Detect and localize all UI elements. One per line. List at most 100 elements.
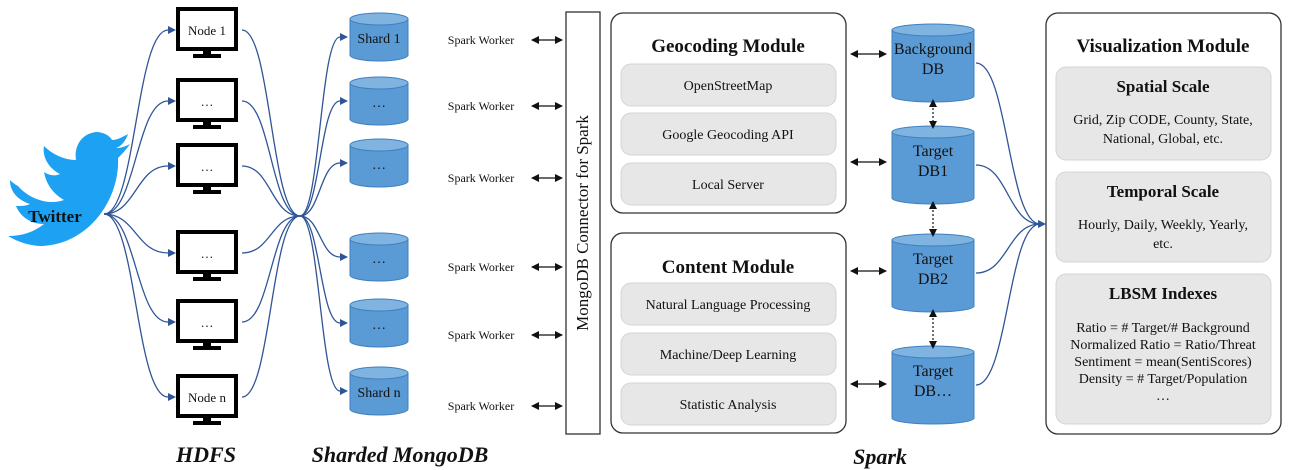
- monitor-stand: [193, 421, 221, 425]
- monitor-neck: [203, 49, 211, 55]
- db-label: DB2: [918, 271, 948, 288]
- flow-curve: [103, 29, 169, 215]
- flow-curve: [241, 100, 301, 217]
- visualization-module: Visualization Module Spatial ScaleGrid, …: [1045, 12, 1282, 435]
- twitter-bird-icon: [8, 132, 130, 246]
- flow-curve: [299, 100, 341, 217]
- flow-curve: [103, 213, 169, 254]
- monitor-stand: [193, 277, 221, 281]
- visualization-section-text: Ratio = # Target/# Background: [1076, 321, 1250, 336]
- module-item-panel: [620, 382, 837, 426]
- module-item-label: Statistic Analysis: [680, 398, 777, 413]
- visualization-section-text: …: [1156, 389, 1170, 404]
- hdfs-node: Node 1: [176, 7, 238, 58]
- module-item: Google Geocoding API: [620, 112, 837, 156]
- spark-worker: Spark Worker: [448, 171, 563, 185]
- shard-cylinder: Shard 1: [349, 12, 409, 62]
- monitor-neck: [203, 272, 211, 278]
- db-label: DB: [922, 61, 944, 78]
- twitter-label: Twitter: [28, 207, 82, 226]
- shard-label: …: [372, 252, 386, 267]
- node-label: …: [201, 159, 214, 174]
- flow-arrowhead: [340, 159, 348, 167]
- flow-arrowhead: [168, 97, 176, 105]
- flow-arrowhead: [340, 319, 348, 327]
- hdfs-node: …: [176, 143, 238, 194]
- mongodb-title: Sharded MongoDB: [312, 442, 489, 467]
- flow-curve: [103, 165, 169, 215]
- connector-label: MongoDB Connector for Spark: [573, 115, 592, 331]
- content-module: Content Module Natural Language Processi…: [610, 232, 847, 434]
- monitor-stand: [193, 54, 221, 58]
- spark-db-cylinder: TargetDB…: [891, 345, 975, 425]
- hdfs-node: Node n: [176, 374, 238, 425]
- flow-arrowhead: [168, 393, 176, 401]
- mongodb-shards: Shard 1 … … … … Shard n: [349, 12, 409, 416]
- monitor-screen: [176, 78, 238, 122]
- module-item: OpenStreetMap: [620, 63, 837, 107]
- spark-worker-label: Spark Worker: [448, 260, 514, 274]
- visualization-module-title: Visualization Module: [1077, 36, 1250, 57]
- monitor-neck: [203, 120, 211, 126]
- monitor-stand: [193, 125, 221, 129]
- visualization-section-text: Sentiment = mean(SentiScores): [1074, 355, 1252, 370]
- shard-label: …: [372, 318, 386, 333]
- shard-label: …: [372, 158, 386, 173]
- spark-title: Spark: [853, 444, 907, 469]
- module-item-panel: [620, 63, 837, 107]
- twitter-source: Twitter: [8, 132, 130, 246]
- visualization-panel: [1055, 273, 1272, 425]
- node-label: …: [201, 94, 214, 109]
- flow-curve: [299, 215, 341, 324]
- flow-curve: [975, 223, 1041, 274]
- shard-label: Shard 1: [357, 32, 400, 47]
- visualization-section-title: Temporal Scale: [1107, 182, 1220, 201]
- spark-worker: Spark Worker: [448, 399, 563, 413]
- module-item-label: Natural Language Processing: [646, 298, 811, 313]
- shard-label: …: [372, 96, 386, 111]
- connector-bar: [565, 11, 601, 435]
- flow-curve: [241, 29, 301, 217]
- db-label: Target: [913, 143, 954, 160]
- hdfs-node: …: [176, 78, 238, 129]
- db-label: Target: [913, 251, 954, 268]
- module-item: Natural Language Processing: [620, 282, 837, 326]
- shard-cylinder: Shard n: [349, 366, 409, 416]
- geocoding-module-title: Geocoding Module: [651, 36, 805, 57]
- flow-curve: [299, 215, 341, 258]
- db-label: DB1: [918, 163, 948, 180]
- visualization-section-text: Grid, Zip CODE, County, State,: [1073, 113, 1253, 128]
- flow-curve: [299, 36, 341, 217]
- shard-cylinder: …: [349, 138, 409, 188]
- module-item-panel: [620, 332, 837, 376]
- db-label: Background: [894, 41, 972, 58]
- flow-arrowhead: [340, 253, 348, 261]
- monitor-screen: [176, 299, 238, 343]
- flow-curve: [241, 165, 301, 217]
- flow-curve: [241, 215, 301, 254]
- shard-cylinder: …: [349, 298, 409, 348]
- flow-curve: [975, 62, 1041, 225]
- flow-arrowhead: [1038, 220, 1046, 228]
- monitor-screen: [176, 143, 238, 187]
- flow-arrowhead: [340, 33, 348, 41]
- spark-worker: Spark Worker: [448, 328, 563, 342]
- db-label: DB…: [914, 383, 952, 400]
- hdfs-node: …: [176, 230, 238, 281]
- monitor-screen: [176, 230, 238, 274]
- hdfs-node: …: [176, 299, 238, 350]
- module-item-label: Google Geocoding API: [662, 128, 794, 143]
- flow-arrowhead: [168, 26, 176, 34]
- flow-arrowhead: [168, 249, 176, 257]
- mongodb-connector: MongoDB Connector for Spark: [565, 11, 601, 435]
- node-label: …: [201, 315, 214, 330]
- module-item: Statistic Analysis: [620, 382, 837, 426]
- monitor-screen: [176, 374, 238, 418]
- flow-curve: [241, 215, 301, 398]
- flow-arrowhead: [340, 387, 348, 395]
- flow-arrowhead: [168, 318, 176, 326]
